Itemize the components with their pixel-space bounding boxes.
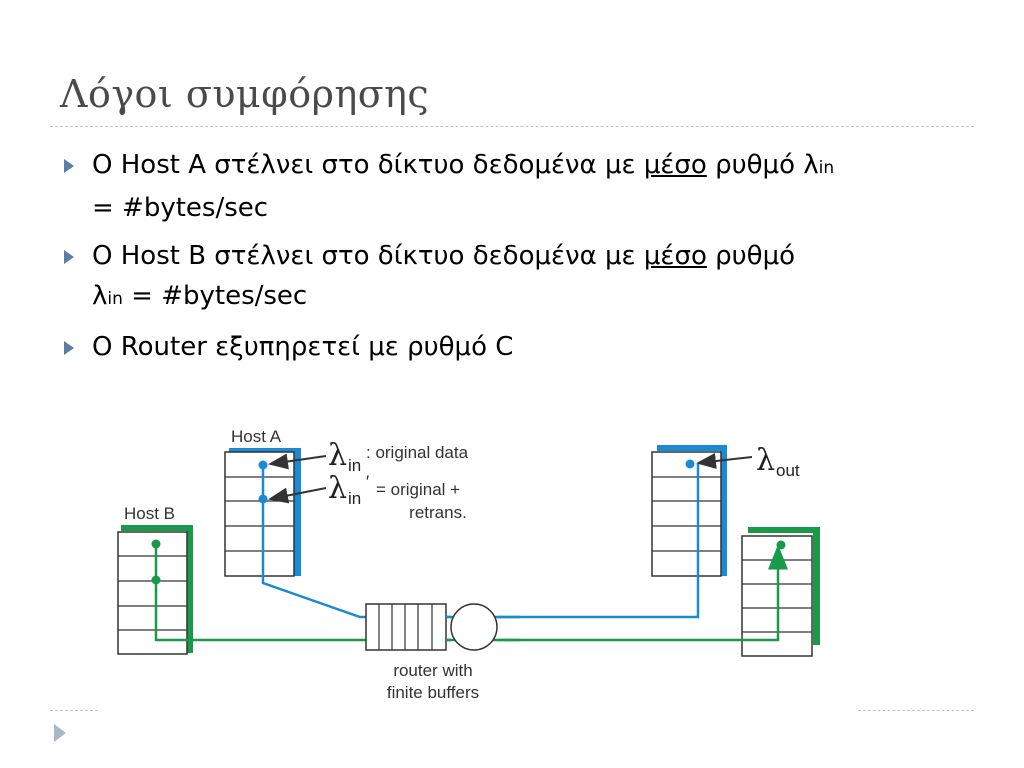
bullet-underlined: μέσο xyxy=(643,241,707,271)
bullet-lead: Ο Host A xyxy=(92,150,206,180)
original-data-label: : original data xyxy=(366,443,469,462)
lambda-in-annotation: λ in : original data xyxy=(268,438,469,475)
bullet-subscript: in xyxy=(107,289,123,309)
host-b-green-side xyxy=(186,525,193,653)
bullet-arrow-icon xyxy=(64,250,74,264)
lambda-in-prime-symbol: λ xyxy=(328,471,347,506)
footer-divider-left xyxy=(50,710,98,711)
receiver-blue-buffer xyxy=(651,451,722,577)
slide-title: Λόγοι συμφόρησης xyxy=(60,72,430,116)
router-buffer xyxy=(365,603,447,651)
lambda-out-annotation: λ out xyxy=(696,443,800,480)
lambda-in-arrow xyxy=(268,453,327,470)
retrans-label-line2: retrans. xyxy=(409,503,467,522)
host-a: Host A xyxy=(224,427,301,577)
bullet-arrow-icon xyxy=(64,341,74,355)
bullet-rest: = #bytes/sec xyxy=(122,281,308,311)
receiver-host-blue xyxy=(651,445,727,577)
bullet-lambda: λ xyxy=(92,281,108,311)
host-b-label: Host B xyxy=(124,504,175,523)
bullet-tail: ρυθμό xyxy=(706,241,796,271)
lambda-out-arrow xyxy=(696,453,753,469)
flow-dot xyxy=(258,494,268,504)
bullet-text: εξυπηρετεί με ρυθμό C xyxy=(206,332,514,362)
flow-dot xyxy=(151,539,161,549)
host-b: Host B xyxy=(117,504,193,655)
bullet-list: Ο Host A στέλνει στο δίκτυο δεδομένα με … xyxy=(60,145,980,375)
host-a-blue-side xyxy=(294,448,301,576)
host-a-buffer xyxy=(224,451,295,577)
retrans-label-line1: = original + xyxy=(376,480,460,499)
host-a-label: Host A xyxy=(231,427,282,446)
lambda-out-symbol: λ xyxy=(756,443,775,478)
footer-divider-right xyxy=(858,710,974,711)
host-b-green-edge xyxy=(121,525,193,531)
lambda-in-prime-arrow xyxy=(268,487,327,504)
bullet-underlined: μέσο xyxy=(643,150,707,180)
bullet-lead: Ο Host B xyxy=(92,241,207,271)
lambda-out-subscript: out xyxy=(776,461,800,480)
lambda-in-prime-annotation: λ in ′ = original + retrans. xyxy=(268,471,467,522)
bullet-text: στέλνει στο δίκτυο δεδομένα με xyxy=(206,241,644,271)
bullet-rest: = #bytes/sec xyxy=(92,193,269,223)
lambda-in-symbol: λ xyxy=(328,438,347,473)
prime-mark: ′ xyxy=(366,472,369,491)
bullet-lead: Ο Router xyxy=(92,332,207,362)
flow-dot xyxy=(685,459,695,469)
flow-dot xyxy=(776,540,786,550)
title-divider xyxy=(50,126,974,127)
flow-dot xyxy=(258,460,268,470)
router-label-line1: router with xyxy=(393,661,472,680)
host-b-buffer xyxy=(117,531,188,655)
next-slide-arrow-icon[interactable] xyxy=(54,724,66,742)
bullet-tail: ρυθμό λ xyxy=(706,150,819,180)
bullet-host-a: Ο Host A στέλνει στο δίκτυο δεδομένα με … xyxy=(60,145,980,228)
bullet-router: Ο Router εξυπηρετεί με ρυθμό C xyxy=(60,327,980,367)
bullet-subscript: in xyxy=(818,158,835,178)
router: router with finite buffers xyxy=(365,603,520,702)
router-label-line2: finite buffers xyxy=(387,683,479,702)
lambda-in-subscript: in xyxy=(348,456,361,475)
bullet-host-b: Ο Host B στέλνει στο δίκτυο δεδομένα με … xyxy=(60,236,980,319)
flow-dot xyxy=(151,575,161,585)
bullet-text: στέλνει στο δίκτυο δεδομένα με xyxy=(205,150,644,180)
bullet-arrow-icon xyxy=(64,159,74,173)
host-a-blue-edge xyxy=(229,448,301,454)
router-server xyxy=(450,603,498,651)
lambda-in-prime-subscript: in xyxy=(348,489,361,508)
host-a-flow xyxy=(261,464,700,619)
